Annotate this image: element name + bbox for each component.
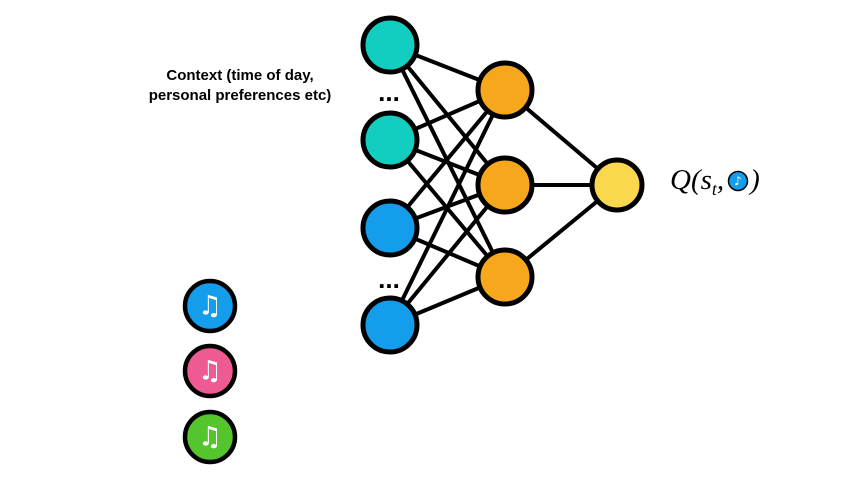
edge (388, 88, 507, 230)
ellipsis-top: ... (378, 77, 400, 107)
music-icon-green-circle (182, 409, 238, 465)
input-node-blue-2 (360, 295, 420, 355)
q-music-icon: ♪ (727, 170, 749, 192)
music-note-icon: ♫ (198, 291, 222, 322)
q-music-note-icon: ♪ (734, 174, 742, 188)
q-value-label: Q(st, ♪) (670, 164, 760, 200)
music-icon-blue: ♫ (182, 278, 238, 334)
hidden-node-2 (475, 155, 535, 215)
hidden-node-1 (475, 60, 535, 120)
music-note-icon: ♫ (198, 422, 222, 453)
q-prefix: Q(s (670, 164, 712, 196)
q-subscript: t (711, 179, 717, 199)
context-label: Context (time of day, personal preferenc… (115, 66, 365, 106)
edge (388, 89, 507, 326)
music-icon-pink: ♫ (182, 343, 238, 399)
q-comma: , (716, 164, 725, 196)
output-node (589, 157, 645, 213)
context-label-line1: Context (time of day, (166, 67, 314, 84)
context-label-line2: personal preferences etc) (148, 87, 332, 104)
input-node-blue-1 (360, 198, 420, 258)
ellipsis-bottom: ... (378, 264, 400, 294)
music-icon-blue-circle (182, 278, 238, 334)
music-icon-green: ♫ (182, 409, 238, 465)
hidden-node-3 (475, 247, 535, 307)
input-node-teal-1 (360, 15, 420, 75)
music-icon-pink-circle (182, 343, 238, 399)
input-node-teal-2 (360, 110, 420, 170)
q-music-icon-circle (727, 170, 749, 192)
music-note-icon: ♫ (198, 356, 222, 387)
edge (388, 183, 507, 327)
q-close-paren: ) (750, 164, 760, 196)
